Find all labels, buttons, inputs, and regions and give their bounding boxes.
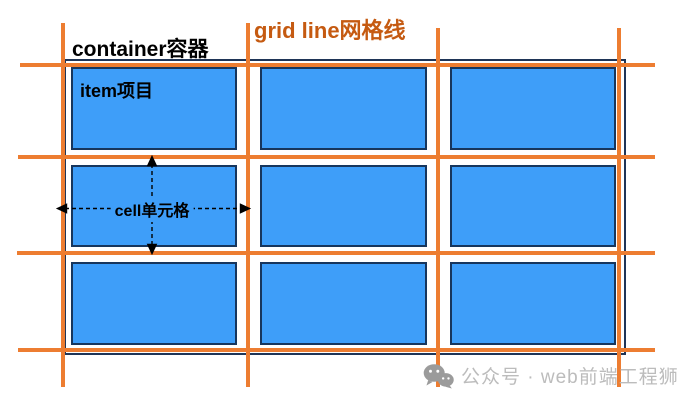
grid-line-horizontal-4 xyxy=(18,347,655,352)
grid-item-1: item项目 xyxy=(71,67,238,150)
grid-item-5 xyxy=(260,164,427,248)
grid-item-9 xyxy=(449,262,616,345)
grid-line-label: grid line网格线 xyxy=(254,18,406,43)
wechat-icon xyxy=(423,363,454,388)
cell-label: cell单元格 xyxy=(110,195,194,222)
grid-item-3 xyxy=(449,67,616,150)
grid-line-vertical-2 xyxy=(246,23,250,387)
grid-item-2 xyxy=(260,67,427,150)
grid-item-8 xyxy=(260,262,427,345)
grid-item-6 xyxy=(449,164,616,248)
grid-line-vertical-3 xyxy=(435,28,440,387)
grid-line-horizontal-1 xyxy=(20,62,655,67)
grid-line-horizontal-3 xyxy=(17,251,655,255)
grid-item-7 xyxy=(71,262,238,345)
watermark-text: 公众号 · web前端工程狮 xyxy=(461,367,679,388)
grid-line-vertical-4 xyxy=(616,28,621,387)
container-label: container容器 xyxy=(72,38,209,61)
item-label: item项目 xyxy=(80,81,154,101)
watermark: 公众号 · web前端工程狮 xyxy=(423,362,679,389)
grid-line-horizontal-2 xyxy=(18,154,655,159)
grid-line-vertical-1 xyxy=(60,23,65,387)
